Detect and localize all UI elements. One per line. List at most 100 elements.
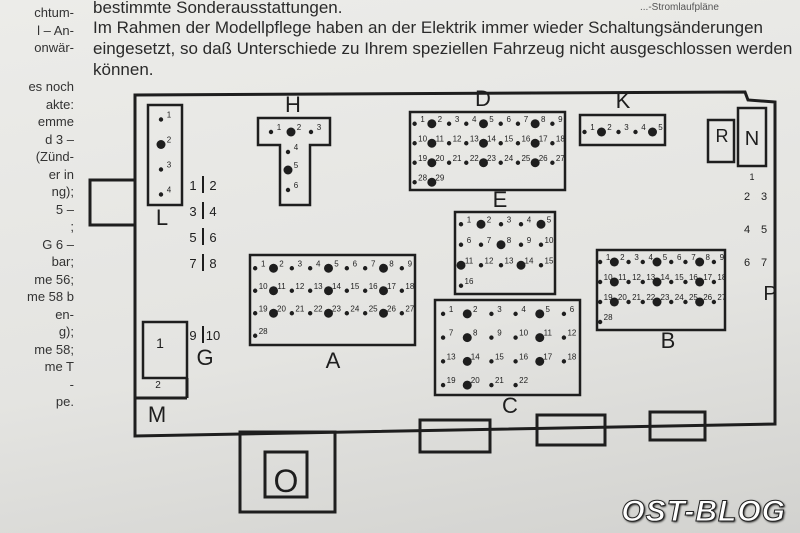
connector-A-pin (344, 266, 350, 271)
connector-E-pin-number: 16 (465, 277, 474, 286)
connector-E-pin (516, 260, 526, 270)
connector-C-pin (462, 356, 472, 366)
connector-E-pin-number: 5 (547, 215, 552, 224)
connector-D-pin (515, 141, 521, 146)
side-text-line: pe. (55, 394, 74, 409)
connector-D-pin (479, 138, 488, 148)
connector-E-pin (478, 242, 484, 247)
slot-3 (648, 410, 707, 442)
connector-L-pin (158, 117, 164, 122)
connector-B-pin-number: 6 (677, 253, 682, 262)
connector-A-pin-number: 11 (277, 282, 286, 291)
connector-B-pin (652, 277, 662, 287)
connector-C-pin (489, 311, 494, 317)
connector-E-pin (536, 219, 546, 229)
connector-E-pin-number: 3 (507, 215, 512, 224)
connector-K-pin-number: 4 (641, 123, 646, 132)
connector-D-pin-number: 21 (453, 154, 462, 163)
connector-M-label: M (148, 402, 166, 427)
connector-H-pin (268, 129, 274, 135)
side-text-line: ; (70, 219, 74, 234)
connector-B-pin-number: 12 (632, 273, 641, 282)
connector-B-pin (609, 297, 619, 307)
connector-C-pin (535, 309, 545, 319)
connector-H-pin (285, 149, 291, 155)
side-text-line: G 6 – (42, 236, 74, 252)
connector-C-pin-number: 21 (495, 376, 504, 385)
connector-D-pin-number: 29 (435, 173, 444, 182)
connector-K-label: K (616, 88, 631, 113)
connector-C-pin (513, 382, 518, 388)
connector-A-pin-number: 17 (387, 282, 396, 291)
side-text-line: bar; (51, 254, 74, 269)
connector-B-pin-number: 16 (689, 273, 698, 282)
connector-C-pin-number: 5 (546, 305, 551, 314)
connector-D-pin (427, 158, 437, 168)
connector-D-pin-number: 22 (470, 154, 479, 163)
side-text-line: es noch (28, 79, 74, 94)
connector-K-pin (633, 129, 638, 135)
connector-C-pin (440, 382, 446, 388)
connector-B-pin-number: 24 (675, 293, 684, 302)
connector-E-pin-number: 11 (465, 256, 474, 265)
connector-D-pin (498, 141, 503, 146)
fuse-number: 7 (761, 257, 767, 269)
side-text-line: l – An- (37, 22, 74, 38)
connector-B-pin (683, 259, 688, 265)
connector-B-pin-number: 5 (663, 253, 668, 262)
connector-D-pin-number: 12 (453, 134, 462, 143)
connector-B-pin-number: 15 (675, 273, 684, 282)
connector-D-pin-number: 23 (487, 154, 496, 163)
connector-B-pin (669, 259, 674, 265)
side-text-line: me 58 b (27, 289, 74, 304)
connector-A-label: A (326, 348, 341, 373)
connector-O-box (263, 450, 309, 499)
connector-C-box (433, 298, 582, 397)
connector-A-pin (269, 263, 278, 273)
connector-B-pin (597, 259, 603, 265)
connector-C-pin-number: 22 (519, 376, 528, 385)
connector-A-pin (307, 288, 313, 293)
connector-C-pin (561, 311, 567, 317)
connector-K-pin-number: 2 (607, 123, 612, 132)
connector-A-pin-number: 24 (350, 304, 359, 313)
connector-G-label: G (196, 345, 213, 370)
connector-D-pin-number: 17 (539, 134, 548, 143)
side-text-line: me T (44, 359, 74, 374)
connector-B-pin-number: 23 (661, 293, 670, 302)
connector-D-pin-number: 13 (470, 134, 479, 143)
connector-D-label: D (475, 86, 491, 111)
connector-K-box (578, 113, 667, 147)
connector-E-pin (538, 242, 544, 247)
connector-E-label: E (493, 187, 508, 212)
connector-H-box (256, 116, 332, 207)
connector-A-pin-number: 28 (259, 327, 268, 336)
connector-B-pin-number: 7 (691, 253, 696, 262)
side-text-line: onwär- (34, 40, 74, 55)
connector-A-pin-number: 8 (389, 259, 394, 268)
fuse-number: 4 (744, 224, 750, 236)
connector-B-pin-number: 17 (703, 273, 712, 282)
side-text-line: me 56; (34, 271, 74, 287)
connector-N-box (736, 106, 768, 168)
connector-C-pin-number: 7 (449, 329, 454, 338)
connector-C-pin-number: 13 (447, 352, 456, 361)
connector-C-pin-number: 3 (497, 305, 502, 314)
connector-A-pin (399, 288, 405, 293)
connector-E-pin-number: 7 (487, 236, 492, 245)
fuse-number: 9 (189, 328, 196, 343)
connector-D-pin (530, 138, 540, 148)
connector-B-pin-number: 27 (717, 293, 726, 302)
connector-K-pin (648, 127, 657, 137)
connector-K-pin-number: 1 (590, 123, 595, 132)
side-text-line: emme (37, 114, 74, 129)
side-text-line: d 3 – (45, 131, 74, 147)
side-text-line: chtum- (34, 5, 74, 20)
connector-E-pin (458, 242, 464, 247)
connector-D-pin-number: 6 (506, 115, 511, 124)
connector-C-pin (513, 311, 518, 317)
slot-1 (418, 418, 492, 454)
connector-E-pin-number: 2 (487, 215, 492, 224)
